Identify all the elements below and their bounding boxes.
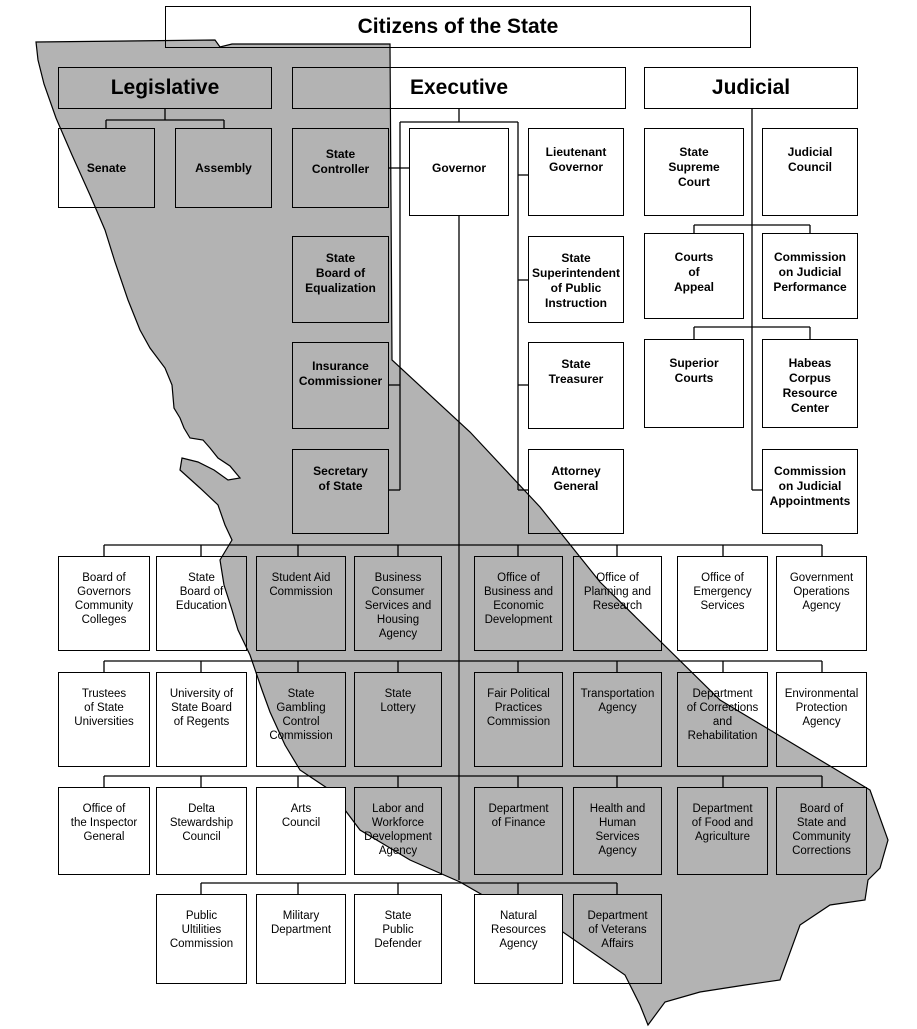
assembly-box: Assembly	[175, 128, 272, 208]
agency-box: State Gambling Control Commission	[256, 672, 346, 767]
agency-box: Fair Political Practices Commission	[474, 672, 563, 767]
superior-courts-box: Superior Courts	[644, 339, 744, 428]
agency-box: Office of Planning and Research	[573, 556, 662, 651]
agency-box: Arts Council	[256, 787, 346, 875]
agency-box: State Board of Education	[156, 556, 247, 651]
agency-box: Student Aid Commission	[256, 556, 346, 651]
agency-box: Office of Emergency Services	[677, 556, 768, 651]
agency-box: Environmental Protection Agency	[776, 672, 867, 767]
agency-box: Transportation Agency	[573, 672, 662, 767]
agency-box: Department of Food and Agriculture	[677, 787, 768, 875]
habeas-corpus-resource-center-box: Habeas Corpus Resource Center	[762, 339, 858, 428]
lieutenant-governor-box: Lieutenant Governor	[528, 128, 624, 216]
agency-box: Board of Governors Community Colleges	[58, 556, 150, 651]
state-controller-box: State Controller	[292, 128, 389, 208]
agency-box: Department of Finance	[474, 787, 563, 875]
agency-box: Government Operations Agency	[776, 556, 867, 651]
agency-box: Office of Business and Economic Developm…	[474, 556, 563, 651]
agency-box: Board of State and Community Corrections	[776, 787, 867, 875]
judicial-council-box: Judicial Council	[762, 128, 858, 216]
state-supreme-court-box: State Supreme Court	[644, 128, 744, 216]
state-treasurer-box: State Treasurer	[528, 342, 624, 429]
board-of-equalization-box: State Board of Equalization	[292, 236, 389, 323]
agency-box: Department of Veterans Affairs	[573, 894, 662, 984]
secretary-of-state-box: Secretary of State	[292, 449, 389, 534]
courts-of-appeal-box: Courts of Appeal	[644, 233, 744, 319]
commission-judicial-appointments-box: Commission on Judicial Appointments	[762, 449, 858, 534]
agency-box: Office of the Inspector General	[58, 787, 150, 875]
judicial-header: Judicial	[644, 67, 858, 109]
agency-box: State Lottery	[354, 672, 442, 767]
chart-title: Citizens of the State	[357, 15, 559, 38]
agency-box: Trustees of State Universities	[58, 672, 150, 767]
senate-box: Senate	[58, 128, 155, 208]
agency-box: Labor and Workforce Development Agency	[354, 787, 442, 875]
executive-header: Executive	[292, 67, 626, 109]
agency-box: Natural Resources Agency	[474, 894, 563, 984]
agency-box: Business Consumer Services and Housing A…	[354, 556, 442, 651]
governor-box: Governor	[409, 128, 509, 216]
agency-box: Public Ultilities Commission	[156, 894, 247, 984]
agency-box: Delta Stewardship Council	[156, 787, 247, 875]
agency-box: Military Department	[256, 894, 346, 984]
agency-box: Health and Human Services Agency	[573, 787, 662, 875]
agency-box: Department of Corrections and Rehabilita…	[677, 672, 768, 767]
commission-judicial-performance-box: Commission on Judicial Performance	[762, 233, 858, 319]
legislative-header: Legislative	[58, 67, 272, 109]
agency-box: University of State Board of Regents	[156, 672, 247, 767]
insurance-commissioner-box: Insurance Commissioner	[292, 342, 389, 429]
superintendent-public-instruction-box: State Superintendent of Public Instructi…	[528, 236, 624, 323]
agency-box: State Public Defender	[354, 894, 442, 984]
attorney-general-box: Attorney General	[528, 449, 624, 534]
citizens-of-the-state-box: Citizens of the State	[165, 6, 751, 48]
